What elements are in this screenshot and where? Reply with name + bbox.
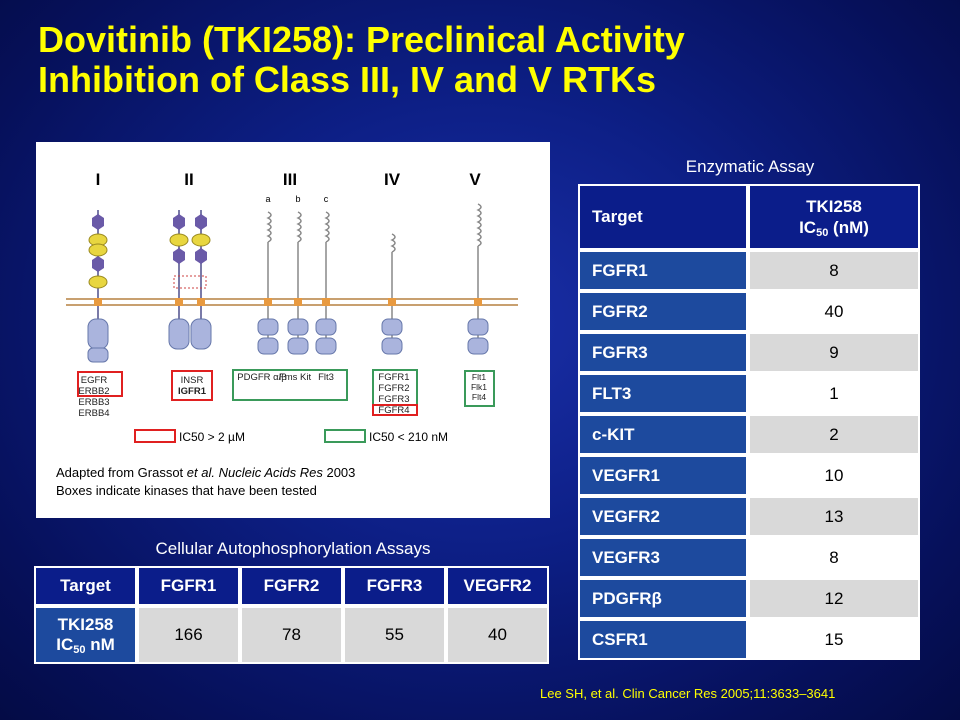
receptor-flt3: Flt3: [318, 372, 334, 383]
receptor-fgfr1: FGFR1: [378, 372, 409, 383]
slide-title-line2: Inhibition of Class III, IV and V RTKs: [38, 59, 657, 100]
diagram-caption: Adapted from Grassot et al. Nucleic Acid…: [56, 464, 355, 500]
receptor-insr: INSR: [181, 375, 204, 386]
cellular-header-row: Target FGFR1 FGFR2 FGFR3 VEGFR2: [34, 566, 549, 606]
enzymatic-target-cell: FGFR3: [578, 332, 748, 373]
box-green-class-iii: [232, 369, 348, 401]
cellular-assay-table: Target FGFR1 FGFR2 FGFR3 VEGFR2 TKI258 I…: [34, 566, 549, 664]
enzymatic-value-cell: 2: [748, 414, 920, 455]
receptor-fgfr3: FGFR3: [378, 394, 409, 405]
cellular-value-cell: 166: [137, 606, 240, 664]
box-red-fgfr4: [372, 404, 418, 416]
legend-red-swatch: [134, 429, 176, 443]
cellular-value-cell: 78: [240, 606, 343, 664]
receptor-class-III-domains: [257, 298, 337, 355]
cellular-assay-title: Cellular Autophosphorylation Assays: [155, 539, 431, 558]
enzymatic-value-cell: 13: [748, 496, 920, 537]
receptor-fgfr2: FGFR2: [378, 383, 409, 394]
enzymatic-target-cell: CSFR1: [578, 619, 748, 660]
receptor-pdgfr: PDGFR α/β: [237, 372, 287, 383]
receptor-igfr1: IGFR1: [178, 386, 207, 397]
enzymatic-header-target: Target: [578, 184, 748, 250]
receptor-flk1: Flk1: [471, 382, 487, 392]
enzymatic-value-cell: 8: [748, 250, 920, 291]
subclass-a: a: [265, 194, 270, 204]
subclass-c: c: [324, 194, 329, 204]
receptor-erbb2: ERBB2: [78, 386, 109, 397]
box-red-egfr: [77, 371, 123, 397]
legend-red-label: IC50 > 2 µM: [179, 430, 245, 444]
receptor-erbb4: ERBB4: [78, 408, 109, 419]
cellular-header-col: FGFR2: [240, 566, 343, 606]
receptor-erbb3: ERBB3: [78, 397, 109, 408]
enzymatic-value-cell: 10: [748, 455, 920, 496]
subclass-b: b: [295, 194, 300, 204]
enzymatic-target-cell: FGFR2: [578, 291, 748, 332]
enzymatic-target-cell: VEGFR1: [578, 455, 748, 496]
legend-green-label: IC50 < 210 nM: [369, 430, 448, 444]
enzymatic-value-cell: 15: [748, 619, 920, 660]
enzymatic-header-value: TKI258 IC50 (nM): [748, 184, 920, 250]
legend-green-swatch: [324, 429, 366, 443]
receptor-class-IV: [381, 233, 403, 355]
cellular-header-col: FGFR3: [343, 566, 446, 606]
enzymatic-value-cell: 9: [748, 332, 920, 373]
cellular-value-cell: 40: [446, 606, 549, 664]
slide-title-line1: Dovitinib (TKI258): Preclinical Activity: [38, 19, 685, 60]
caption-line1: Adapted from Grassot et al. Nucleic Acid…: [56, 465, 356, 480]
class-label-II: II: [184, 170, 193, 189]
enzymatic-target-cell: FGFR1: [578, 250, 748, 291]
caption-line2: Boxes indicate kinases that have been te…: [56, 483, 317, 498]
receptor-fgfr4: FGFR4: [378, 405, 409, 416]
cellular-header-col: FGFR1: [137, 566, 240, 606]
enzymatic-value-cell: 40: [748, 291, 920, 332]
box-red-insr: [171, 370, 213, 401]
class-label-IV: IV: [384, 170, 401, 189]
enzymatic-target-cell: PDGFRβ: [578, 578, 748, 619]
receptor-flt1: Flt1: [472, 372, 486, 382]
cellular-header-col: VEGFR2: [446, 566, 549, 606]
enzymatic-target-cell: VEGFR2: [578, 496, 748, 537]
receptor-fms-kit: Fms Kit: [279, 372, 312, 383]
slide-title: Dovitinib (TKI258): Preclinical Activity…: [38, 20, 938, 100]
box-green-class-v: [464, 370, 495, 407]
rtk-classes-diagram: I II III IV V a b c: [36, 142, 550, 518]
class-label-III: III: [283, 170, 297, 189]
class-label-V: V: [469, 170, 481, 189]
enzymatic-target-cell: c-KIT: [578, 414, 748, 455]
enzymatic-target-cell: VEGFR3: [578, 537, 748, 578]
enzymatic-header-row: Target TKI258 IC50 (nM): [578, 184, 920, 250]
receptor-class-II: [168, 210, 212, 350]
rtk-diagram-svg: I II III IV V a b c: [66, 170, 518, 444]
receptor-class-I: [87, 210, 109, 363]
receptor-flt4: Flt4: [472, 392, 486, 402]
enzymatic-assay-title: Enzymatic Assay: [685, 157, 815, 176]
reference-citation: Lee SH, et al. Clin Cancer Res 2005;11:3…: [540, 686, 836, 701]
cellular-header-target: Target: [34, 566, 137, 606]
receptor-egfr: EGFR: [81, 375, 108, 386]
enzymatic-value-cell: 1: [748, 373, 920, 414]
enzymatic-target-cell: FLT3: [578, 373, 748, 414]
enzymatic-value-cell: 8: [748, 537, 920, 578]
receptor-class-V: [467, 203, 489, 355]
enzymatic-value-cell: 12: [748, 578, 920, 619]
class-label-I: I: [96, 170, 101, 189]
cellular-value-row: TKI258 IC50 nM 166 78 55 40: [34, 606, 549, 664]
cellular-row-label: TKI258 IC50 nM: [34, 606, 137, 664]
cellular-value-cell: 55: [343, 606, 446, 664]
